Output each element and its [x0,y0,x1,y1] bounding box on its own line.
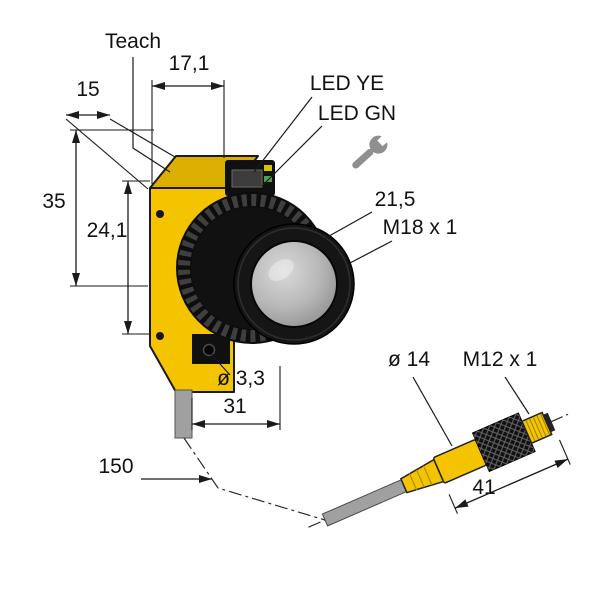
wrench-icon [352,130,393,169]
label-thread-m12: M12 x 1 [463,348,538,371]
led-display-module [225,160,275,196]
annotations: Teach 17,1 15 LED YE LED GN 21,5 M18 x 1… [42,30,537,499]
housing-hole-top [156,210,164,218]
sensor-body [149,155,355,439]
label-dia-14: ø 14 [388,348,430,371]
led-gn-leader [261,125,323,187]
housing-hole-bottom [156,332,164,340]
label-dim-21-5: 21,5 [375,188,416,211]
thread-lines [525,414,550,441]
label-dim-150: 150 [98,455,133,478]
connector-end-face [543,412,556,433]
label-led-ye: LED YE [310,72,384,95]
lens-barrel [233,223,355,345]
ext-15-right [109,118,176,158]
thread-m12-leader [504,376,530,415]
led-yellow-indicator [264,165,272,171]
barrel-rim [237,227,351,341]
label-dim-17-1: 17,1 [169,52,210,75]
label-teach: Teach [105,30,161,53]
dia-14-leader [412,376,453,447]
label-dim-35: 35 [42,190,65,213]
label-dim-41: 41 [472,476,495,499]
lens [250,240,338,328]
dim-21-5-leader [321,211,373,241]
sensor-cable [174,389,193,439]
label-led-gn: LED GN [318,102,396,125]
led-green-indicator [264,176,272,182]
knurl-texture [472,413,536,472]
dimension-41-lines [448,439,571,514]
led-ye-leader [253,96,313,173]
lens-highlight [268,259,294,281]
teach-leader [132,57,171,173]
label-dia-3-3: ø 3,3 [217,367,265,390]
thread-m18-leader [349,240,393,264]
label-dim-15: 15 [76,78,99,101]
dia-3-3-leader [210,353,231,376]
boot-ridges [408,465,433,491]
mounting-hole-3-3 [202,343,216,357]
display-window [231,169,263,188]
label-dim-24-1: 24,1 [87,219,128,242]
label-thread-m18: M18 x 1 [383,216,458,239]
label-dim-31: 31 [223,395,246,418]
cable-centerline [183,437,326,521]
connector-cable [321,479,408,527]
connector [308,411,571,528]
